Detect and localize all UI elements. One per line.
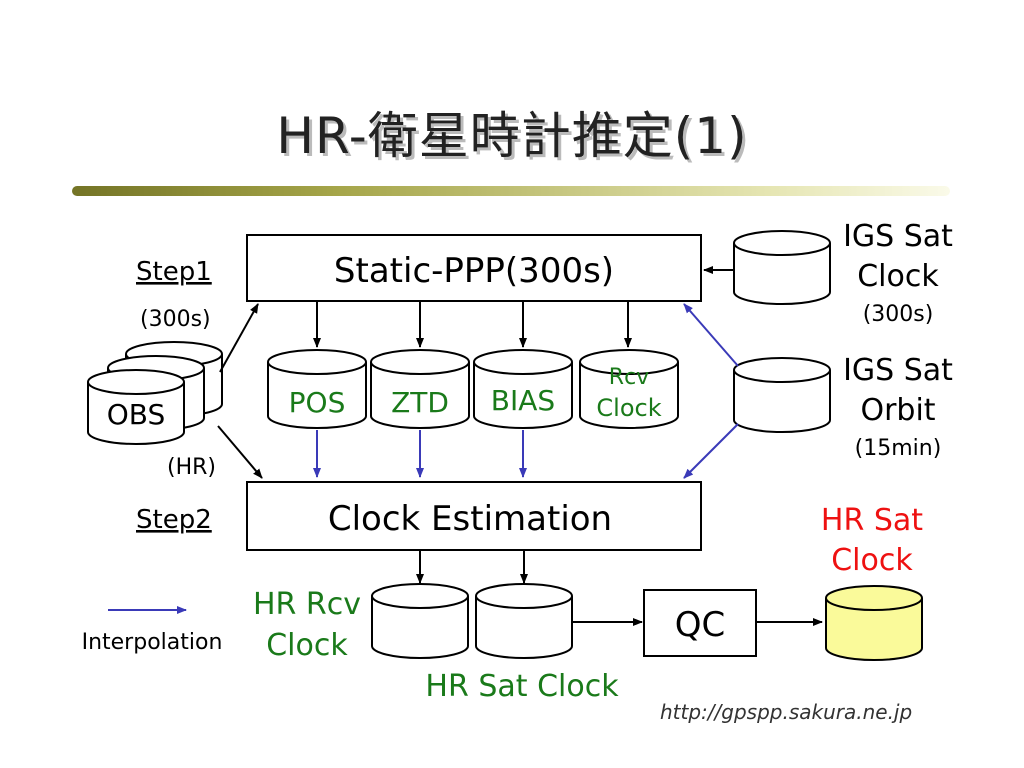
ztd-database: ZTD xyxy=(370,349,470,429)
hr-rcv-clock-label-1: HR Rcv xyxy=(253,587,361,622)
rcv-clock-database: Rcv Clock xyxy=(579,349,679,429)
title-underline xyxy=(72,186,950,196)
static-ppp-label: Static-PPP(300s) xyxy=(334,251,614,291)
orbit-to-clock-arrow xyxy=(683,423,739,479)
pos-label: POS xyxy=(289,386,346,419)
static-ppp-box: Static-PPP(300s) xyxy=(246,234,702,302)
igs-orbit-label-1: IGS Sat xyxy=(843,353,953,388)
igs-sat-orbit-database xyxy=(733,357,831,433)
step1-label: Step1 xyxy=(136,257,212,287)
hr-rcv-clock-label-2: Clock xyxy=(266,628,348,663)
page-title: HR-衛星時計推定(1) xyxy=(276,107,748,165)
obs-to-static-arrow xyxy=(219,303,259,373)
igs-orbit-label-2: Orbit xyxy=(860,393,935,428)
qc-box: QC xyxy=(643,589,757,657)
ztd-label: ZTD xyxy=(391,386,449,419)
obs-label: OBS xyxy=(107,398,166,431)
rcv-clock-label-1: Rcv xyxy=(609,365,649,390)
hr-label: (HR) xyxy=(167,455,216,480)
igs-clock-label-1: IGS Sat xyxy=(843,219,953,254)
hr-sat-clock-green-label: HR Sat Clock xyxy=(425,669,619,704)
igs-sat-clock-database xyxy=(733,230,831,305)
rcv-clock-label-2: Clock xyxy=(596,394,661,422)
hr-sat-clock-red-1: HR Sat xyxy=(821,503,923,538)
step2-label: Step2 xyxy=(136,505,212,535)
clock-estimation-box: Clock Estimation xyxy=(246,481,702,551)
bias-database: BIAS xyxy=(473,349,573,429)
orbit-to-ppp-arrow xyxy=(683,303,739,367)
clock-estimation-label: Clock Estimation xyxy=(328,499,612,539)
hr-sat-clock-database xyxy=(475,583,573,659)
qc-label: QC xyxy=(675,605,726,645)
hr-sat-clock-red-2: Clock xyxy=(831,543,913,578)
igs-clock-label-2: Clock xyxy=(857,259,939,294)
obs-database-stack: OBS xyxy=(87,341,223,445)
step1-interval: (300s) xyxy=(140,307,211,332)
legend-interpolation-label: Interpolation xyxy=(82,630,223,655)
hr-sat-clock-output-database xyxy=(825,585,923,661)
pos-database: POS xyxy=(267,349,367,429)
bias-label: BIAS xyxy=(491,384,555,417)
obs-to-clock-arrow xyxy=(217,425,263,479)
igs-clock-label-3: (300s) xyxy=(863,302,934,327)
igs-orbit-label-3: (15min) xyxy=(855,436,942,461)
footer-url: http://gpspp.sakura.ne.jp xyxy=(660,700,913,724)
hr-rcv-clock-database xyxy=(371,583,469,659)
